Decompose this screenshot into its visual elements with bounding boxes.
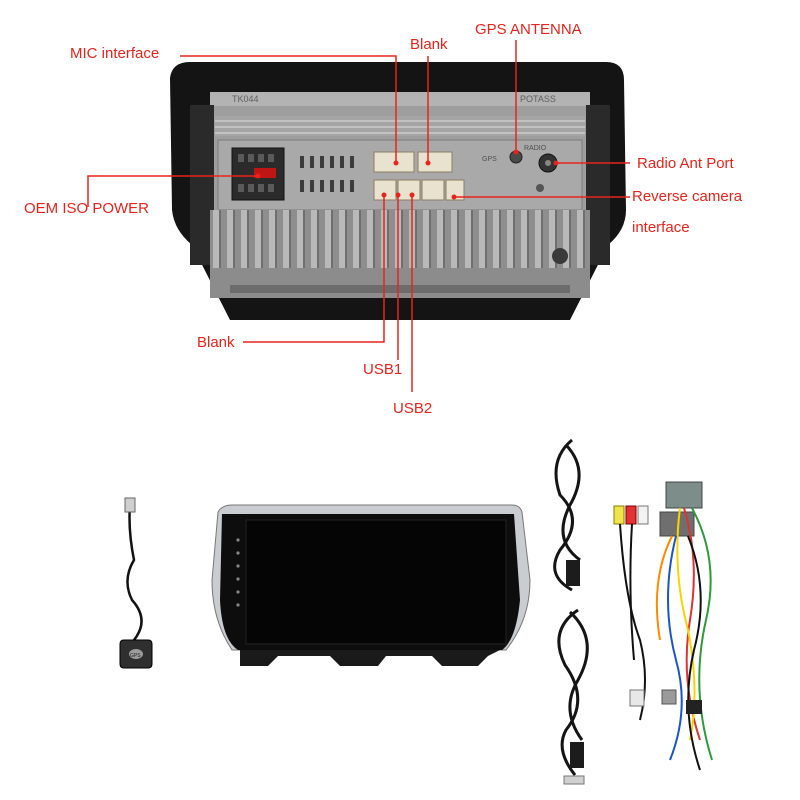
usb2-connector: [421, 179, 445, 201]
radio-port-mark: RADIO: [524, 145, 547, 152]
blank-bottom-callout-line: [243, 195, 385, 343]
usb1-connector: [397, 179, 421, 201]
gps-antenna-accessory: GPS: [119, 497, 153, 669]
usb2-label: USB2: [393, 400, 433, 417]
blank-top-label: Blank: [410, 36, 448, 53]
head-unit-front: [211, 504, 531, 666]
gps-module-text: GPS: [130, 653, 141, 659]
mic-interface-label: MIC interface: [70, 45, 160, 62]
blank-connector-top: [417, 151, 453, 173]
callout-lines: [87, 40, 630, 392]
heatsink-fins: [210, 210, 590, 270]
model-mark: TK044: [232, 94, 259, 104]
usb-cables-accessory: [553, 438, 589, 776]
main-wiring-harness: [613, 481, 713, 771]
mic-callout-line: [180, 55, 397, 163]
usb1-label: USB1: [363, 361, 403, 378]
reverse-camera-connector: [445, 179, 465, 201]
oem-callout-line: [87, 175, 258, 207]
blank-bottom-label: Blank: [197, 334, 235, 351]
oem-iso-power-label: OEM ISO POWER: [24, 200, 150, 217]
gps-port-mark: GPS: [482, 156, 497, 163]
gps-antenna-label: GPS ANTENNA: [475, 21, 582, 38]
reverse-camera-label-line2: interface: [632, 219, 690, 236]
reverse-camera-label: Reverse camera: [632, 188, 743, 205]
radio-ant-port-label: Radio Ant Port: [637, 155, 734, 172]
head-unit-screen: [245, 519, 507, 645]
right-mark: POTASS: [520, 94, 556, 104]
blank-connector-bottom: [373, 179, 397, 201]
